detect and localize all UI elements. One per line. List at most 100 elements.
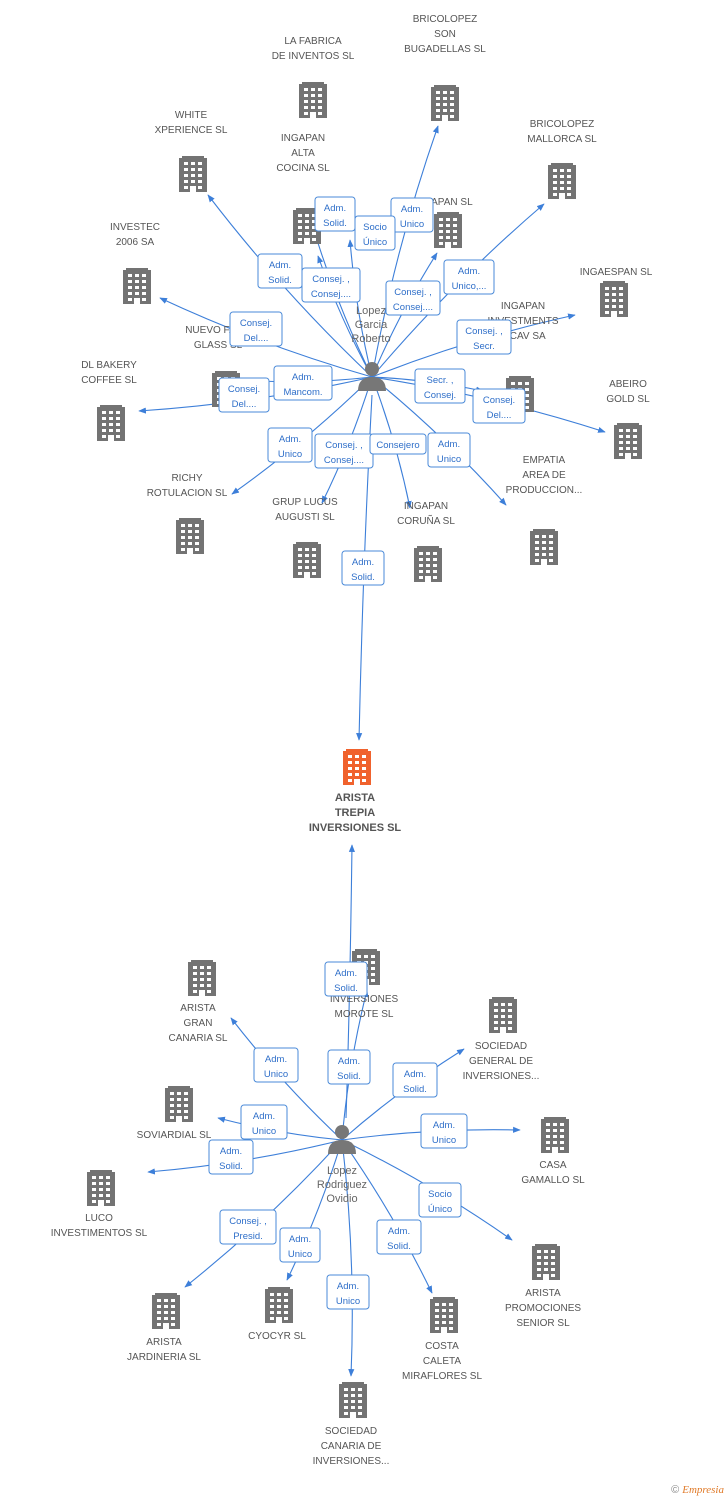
relation-text-2-line-2: Unico [400,219,424,230]
building-icon[interactable] [97,405,125,441]
relation-text-18-line-2: Único [363,237,387,248]
relation-label-15[interactable]: Consejero [369,433,427,455]
company-label-c27-line-3: INVERSIONES... [313,1456,390,1467]
company-node-c25[interactable]: CYOCYR SL [248,1287,306,1342]
focus-company-label-line-3: INVERSIONES SL [309,822,402,834]
relation-label-27[interactable]: Consej. ,Presid. [219,1209,277,1245]
relation-label-24[interactable]: Adm.Unico [420,1113,468,1149]
building-icon[interactable] [123,268,151,304]
building-icon[interactable] [530,529,558,565]
relation-label-25[interactable]: Adm.Solid. [208,1139,254,1175]
relation-label-12[interactable]: Consej.Del.... [472,388,526,424]
building-icon[interactable] [548,163,576,199]
relation-text-9-line-2: Mancom. [283,387,322,398]
relation-text-5-line-2: Consej.... [311,289,351,300]
company-node-c20[interactable]: SOVIARDIAL SL [137,1086,212,1141]
building-icon[interactable] [614,423,642,459]
brand-logo[interactable]: Empresia [682,1484,724,1496]
company-node-c8[interactable]: INGAESPAN SL [580,267,653,317]
building-icon[interactable] [176,518,204,554]
relation-label-6[interactable]: Consej. ,Consej.... [385,280,441,316]
building-icon[interactable] [265,1287,293,1323]
relation-label-14[interactable]: Consej. ,Consej.... [314,433,374,469]
relation-label-20[interactable]: Adm.Solid. [327,1049,371,1085]
relation-label-10[interactable]: Secr. ,Consej. [414,368,466,404]
relation-label-3[interactable]: Adm.Solid. [257,253,303,289]
building-icon[interactable] [600,281,628,317]
relation-label-7[interactable]: Consej.Del.... [229,311,283,347]
company-node-c6[interactable]: INGAPAN SL [413,197,473,248]
relation-label-22[interactable]: Adm.Solid. [392,1062,438,1098]
relation-label-29[interactable]: Adm.Solid. [376,1219,422,1255]
building-icon[interactable] [489,997,517,1033]
building-icon[interactable] [87,1170,115,1206]
relation-text-21-line-2: Unico [264,1069,288,1080]
building-icon[interactable] [532,1244,560,1280]
building-icon[interactable] [541,1117,569,1153]
company-label-c5-line-2: ALTA [291,148,315,159]
building-icon[interactable] [343,749,371,785]
relation-label-19[interactable]: Adm.Solid. [324,961,368,997]
relation-text-3-line-2: Solid. [268,275,292,286]
relation-label-box [392,1062,438,1098]
relation-label-1[interactable]: Adm.Solid. [314,196,356,232]
building-icon[interactable] [293,542,321,578]
relation-label-23[interactable]: Adm.Unico [240,1104,288,1140]
relation-text-13-line-2: Unico [278,449,302,460]
relation-label-13[interactable]: Adm.Unico [267,427,313,463]
building-icon[interactable] [431,85,459,121]
person-icon[interactable] [328,1125,356,1154]
building-icon[interactable] [179,156,207,192]
relation-label-16[interactable]: Adm.Unico [427,432,471,468]
relation-label-4[interactable]: Adm.Unico,... [443,259,495,295]
relation-label-30[interactable]: Adm.Unico [326,1274,370,1310]
relation-label-17[interactable]: Adm.Solid. [341,550,385,586]
building-icon[interactable] [430,1297,458,1333]
relation-label-21[interactable]: Adm.Unico [253,1047,299,1083]
relation-text-1-line-2: Solid. [323,218,347,229]
relation-label-9[interactable]: Adm.Mancom. [273,365,333,401]
building-icon[interactable] [434,212,462,248]
building-icon[interactable] [299,82,327,118]
building-icon[interactable] [188,960,216,996]
building-icon[interactable] [339,1382,367,1418]
relation-label-2[interactable]: Adm.Unico [390,197,434,233]
relation-labels-layer: Adm.Solid.Adm.UnicoAdm.Solid.Adm.Unico,.… [208,196,526,1310]
building-icon[interactable] [414,546,442,582]
building-icon[interactable] [152,1293,180,1329]
relation-label-5[interactable]: Consej. ,Consej.... [301,267,361,303]
relation-label-11[interactable]: Consej.Del.... [218,377,270,413]
footer-credit: © Empresia [671,1484,724,1496]
company-label-c1-line-1: LA FABRICA [284,36,342,47]
relation-label-28[interactable]: Adm.Unico [279,1227,321,1263]
building-icon[interactable] [165,1086,193,1122]
person-icon[interactable] [358,362,386,391]
relation-label-8[interactable]: Consej. ,Secr. [456,319,512,355]
company-label-c3-line-1: WHITE [175,110,208,121]
relation-text-26-line-1: Socio [428,1189,452,1200]
